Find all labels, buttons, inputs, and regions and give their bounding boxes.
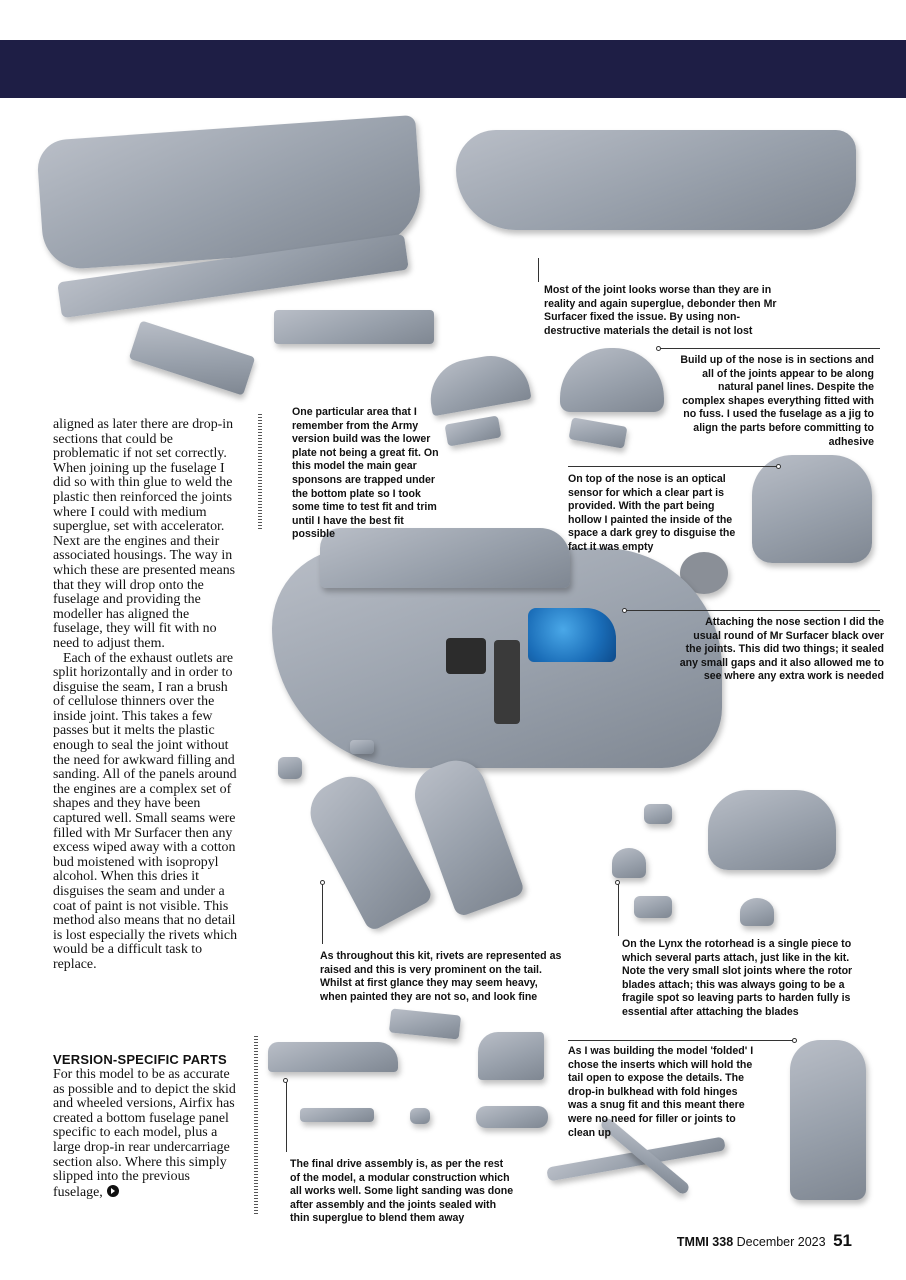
caption-lower-plate: One particular area that I remember from… <box>292 406 439 541</box>
photo-nose-part-d <box>568 417 628 449</box>
photo-cabin-window <box>446 638 486 674</box>
photo-fuselage-engine-hump <box>320 528 570 588</box>
photo-rotor-part-c <box>634 896 672 918</box>
photo-final-drive-small-3 <box>476 1106 548 1128</box>
photo-bottom-plate-small <box>128 320 256 396</box>
page-footer: TMMI 338 December 2023 51 <box>677 1231 852 1251</box>
leader-dot-rotorhead <box>615 880 620 885</box>
dashed-rule-body <box>254 1036 258 1216</box>
photo-rotor-part-d <box>740 898 774 926</box>
caption-folded-tail: As I was building the model 'folded' I c… <box>568 1045 754 1139</box>
photo-folded-tail <box>790 1040 866 1200</box>
photo-final-drive-small-1 <box>300 1108 374 1122</box>
caption-final-drive: The final drive assembly is, as per the … <box>290 1158 514 1225</box>
photo-small-part-1 <box>350 740 374 754</box>
header-band <box>0 40 906 98</box>
photo-rotorhead <box>708 790 836 870</box>
photo-cabin-door <box>494 640 520 724</box>
leader-dot-folded-tail <box>792 1038 797 1043</box>
photo-final-drive-small-2 <box>410 1108 430 1124</box>
leader-rivets <box>322 884 323 944</box>
leader-dot-attaching-nose <box>622 608 627 613</box>
leader-final-drive <box>286 1082 287 1152</box>
footer-date: December 2023 <box>736 1235 826 1249</box>
caption-attaching-nose: Attaching the nose section I did the usu… <box>679 616 884 683</box>
body-paragraph-2: Each of the exhaust outlets are split ho… <box>53 650 238 972</box>
leader-joint <box>538 258 539 282</box>
leader-folded-tail <box>568 1040 794 1041</box>
photo-rotor-part-b <box>612 848 646 878</box>
footer-magazine: TMMI 338 <box>676 1235 734 1249</box>
photo-canopy <box>528 608 616 662</box>
photo-optical-sensor-housing <box>752 455 872 563</box>
dashed-rule-lower-plate <box>258 414 262 530</box>
photo-final-drive-gearbox <box>268 1042 398 1072</box>
footer-page-number: 51 <box>833 1231 852 1250</box>
article-body-continued: For this model to be as accurate as poss… <box>53 1067 241 1200</box>
leader-dot-final-drive <box>283 1078 288 1083</box>
leader-dot-nose-build <box>656 346 661 351</box>
leader-dot-optical-sensor <box>776 464 781 469</box>
photo-fuselage-half-right <box>456 130 856 230</box>
caption-rivets: As throughout this kit, rivets are repre… <box>320 950 562 1003</box>
leader-dot-rivets <box>320 880 325 885</box>
leader-attaching-nose <box>626 610 880 611</box>
photo-rotor-part-a <box>644 804 672 824</box>
article-body: aligned as later there are drop-in secti… <box>53 417 241 973</box>
leader-optical-sensor <box>568 466 778 467</box>
photo-final-drive-fin <box>478 1032 544 1080</box>
arrow-right-circle-icon <box>106 1184 119 1197</box>
photo-nose-part-b <box>560 348 664 412</box>
photo-final-drive-panel <box>388 1008 462 1040</box>
photo-nose-part-c <box>444 415 502 447</box>
caption-rotorhead: On the Lynx the rotorhead is a single pi… <box>622 938 853 1018</box>
photo-small-part-2 <box>278 757 302 779</box>
photo-bottom-plate-wide <box>274 310 434 344</box>
body-paragraph-1: aligned as later there are drop-in secti… <box>53 417 236 651</box>
leader-rotorhead <box>618 884 619 936</box>
leader-nose-build <box>660 348 880 349</box>
caption-joint: Most of the joint looks worse than they … <box>544 284 777 337</box>
body-paragraph-3: For this model to be as accurate as poss… <box>53 1067 236 1200</box>
caption-nose-build: Build up of the nose is in sections and … <box>680 354 874 448</box>
subheading-version-specific-parts: VERSION-SPECIFIC PARTS <box>53 1052 227 1067</box>
caption-optical-sensor: On top of the nose is an optical sensor … <box>568 473 736 553</box>
